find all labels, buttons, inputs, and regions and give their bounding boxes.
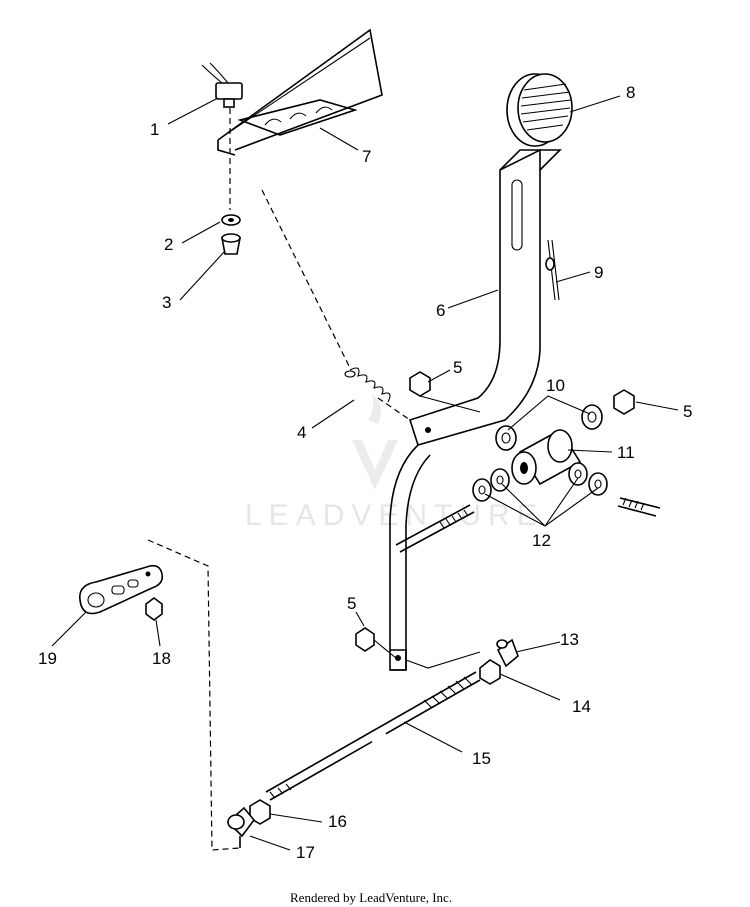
spring-dash-upper [261,189,351,369]
callout-6: 6 [436,301,445,320]
floor-panel [217,28,383,156]
callout-10: 10 [546,376,565,395]
pivot-tube-part-11 [511,428,582,486]
callout-2: 2 [164,235,173,254]
pivot-bolt [395,497,661,553]
nut-leader-upper [419,395,481,413]
callout-17: 17 [296,843,315,862]
spring-dash-lower [377,397,411,421]
jam-nut-part-14 [479,659,501,685]
nut-part-5-right [613,389,635,415]
callout-9: 9 [594,263,603,282]
callout-5-right: 5 [683,402,692,421]
leader-lines [51,95,679,851]
brake-lever-part-19 [79,564,164,615]
linkage-dash [147,539,241,851]
watermark-text: LEADVENTURE [245,499,544,532]
brake-switch [201,62,243,108]
callout-1: 1 [150,120,159,139]
nut-part-5-lower [355,627,375,652]
rod-end-part-17 [226,806,256,848]
brake-rod-part-15 [265,671,481,801]
callout-14: 14 [572,697,591,716]
callout-12: 12 [532,531,551,550]
callout-15: 15 [472,749,491,768]
nut-leader-lower [373,639,397,659]
cotter-pin-head [545,257,555,271]
rod-end-part-13 [496,638,519,668]
callout-4: 4 [297,423,306,442]
callout-8: 8 [626,83,635,102]
callout-18: 18 [152,649,171,668]
washer-hole [228,218,234,222]
watermark-logo [352,394,398,490]
callout-13: 13 [560,630,579,649]
nut-part-18 [145,597,163,621]
callout-7: 7 [362,147,371,166]
spring-part-4 [344,367,391,403]
callout-19: 19 [38,649,57,668]
pedal-arm-part-6 [389,148,562,671]
callout-5-upper: 5 [453,358,462,377]
rod-link-line [405,651,481,669]
nut-part-5-upper [409,371,431,397]
callout-11: 11 [617,443,635,462]
washers-part-12 [472,462,608,502]
callout-3: 3 [162,293,171,312]
grommet-top [221,233,241,243]
pedal-pad-part-8 [506,73,573,147]
footer-credit: Rendered by LeadVenture, Inc. [290,890,452,905]
callout-16: 16 [328,812,347,831]
callout-5-lower: 5 [347,594,356,613]
washers-part-10 [495,404,603,451]
